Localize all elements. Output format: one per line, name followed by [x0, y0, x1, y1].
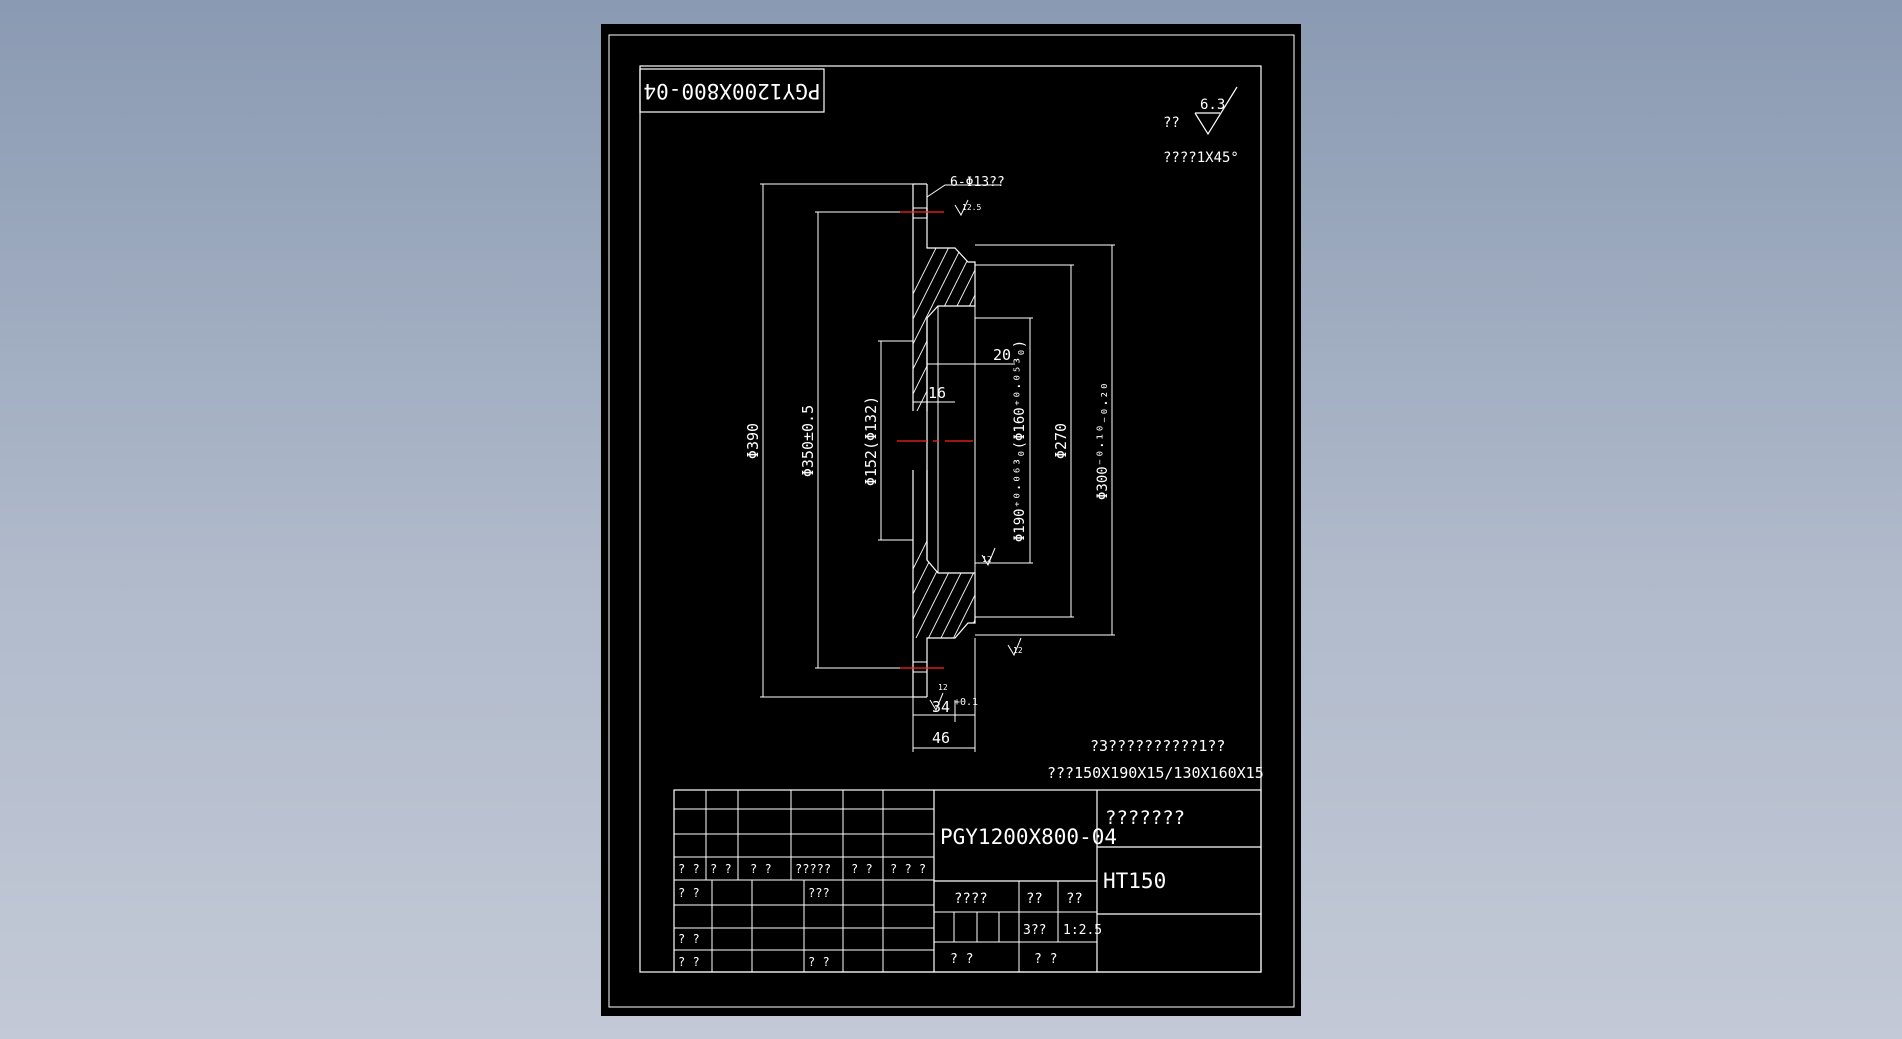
- dim-w34: 34: [932, 698, 950, 716]
- technical-notes: ?3??????????1?? ???150X190X15/130X160X15: [1047, 737, 1264, 782]
- rev-header-3: ? ?: [750, 862, 772, 876]
- dim-w20: 20: [993, 346, 1011, 364]
- roughness-bottom: 12: [938, 683, 948, 692]
- drawing-code-text: PGY1200X800-04: [643, 79, 820, 103]
- title-weight-label: ??: [1026, 891, 1043, 907]
- roughness-value: 6.3: [1200, 97, 1225, 113]
- drawing-sheet: [601, 24, 1301, 1016]
- title-part-name: ???????: [1105, 807, 1185, 829]
- label-approve: ? ?: [808, 955, 830, 969]
- roughness-symbol: ?? 6.3 ????1X45°: [1163, 86, 1239, 166]
- rev-header-4: ?????: [795, 862, 831, 876]
- note-line-1: ?3??????????1??: [1090, 737, 1225, 755]
- dim-d300: Φ300⁻⁰·¹⁰₋₀.₂₀: [1095, 382, 1111, 500]
- roughness-inner: 12: [982, 555, 992, 564]
- roughness-label: ??: [1163, 115, 1180, 131]
- dim-d152: Φ152(Φ132): [862, 396, 880, 486]
- title-material: HT150: [1103, 869, 1166, 893]
- rev-header-6: ? ? ?: [890, 862, 926, 876]
- rev-header-5: ? ?: [851, 862, 873, 876]
- title-drawing-number: PGY1200X800-04: [940, 825, 1117, 849]
- title-scale-value: 1:2.5: [1063, 923, 1102, 938]
- hole-note: 6-Φ13??: [950, 175, 1005, 190]
- drawing-code-box: PGY1200X800-04: [639, 68, 825, 113]
- dim-w16: 16: [928, 384, 946, 402]
- title-sheet-cell-2: ? ?: [1034, 952, 1057, 967]
- dim-w46: 46: [932, 729, 950, 747]
- rev-header-2: ? ?: [710, 862, 732, 876]
- title-stage-label: ????: [954, 891, 988, 907]
- label-design: ? ?: [678, 886, 700, 900]
- hole-roughness: 12.5: [962, 203, 981, 212]
- dim-d190: Φ190⁺⁰·⁰⁶³₀(Φ160⁺⁰·⁰⁵³₀): [1012, 340, 1028, 542]
- dim-d350: Φ350±0.5: [799, 405, 817, 477]
- note-line-2: ???150X190X15/130X160X15: [1047, 764, 1264, 782]
- label-standard: ???: [808, 886, 830, 900]
- rev-header-1: ? ?: [678, 862, 700, 876]
- label-review: ? ?: [678, 932, 700, 946]
- dim-w34-tol: +0.1: [954, 697, 978, 708]
- title-weight-value: 3??: [1023, 923, 1046, 938]
- dim-d270: Φ270: [1052, 423, 1070, 459]
- title-block: PGY1200X800-04 ??????? HT150 ??? ? ? ? ? ? …: [673, 789, 1262, 973]
- roughness-outer: 12: [1013, 646, 1023, 655]
- dimension-texts: 6-Φ13?? 12.5 Φ390 Φ350±0.5 Φ152(Φ132) Φ1…: [744, 175, 1111, 747]
- dimension-lines: [760, 183, 1115, 752]
- title-sheet-cell-1: ? ?: [950, 952, 973, 967]
- dim-d390: Φ390: [744, 423, 762, 459]
- label-process: ? ?: [678, 955, 700, 969]
- outer-sheet-border: [608, 34, 1295, 1008]
- chamfer-note: ????1X45°: [1163, 150, 1239, 166]
- title-scale-label: ??: [1066, 891, 1083, 907]
